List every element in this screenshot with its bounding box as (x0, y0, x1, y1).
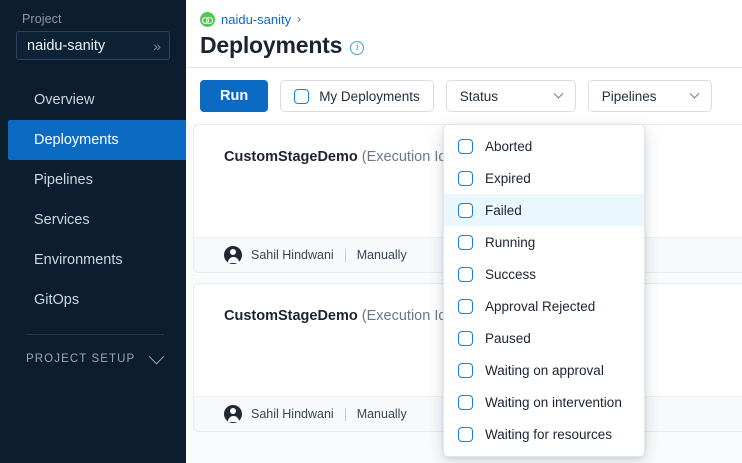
breadcrumb-separator-icon: › (297, 12, 302, 26)
toolbar: Run My Deployments Status Pipelines (186, 68, 742, 124)
pipelines-filter-label: Pipelines (601, 88, 657, 104)
deployment-card-body: CustomStageDemo (Execution Id (194, 284, 742, 396)
status-option-label: Waiting for resources (485, 426, 613, 442)
sidebar-item-label: Overview (34, 92, 95, 108)
status-option-checkbox[interactable] (458, 426, 473, 442)
status-option-label: Expired (485, 170, 531, 186)
status-dropdown-menu[interactable]: Aborted Expired Failed Running Success A… (443, 124, 645, 457)
chevron-down-icon (689, 88, 700, 99)
status-option-failed[interactable]: Failed (444, 194, 644, 226)
project-label: Project (22, 12, 62, 26)
my-deployments-label: My Deployments (319, 88, 420, 104)
status-option-checkbox[interactable] (458, 138, 473, 154)
deployment-user: Sahil Hindwani (251, 248, 334, 262)
status-filter-label: Status (459, 88, 499, 104)
sidebar-divider (26, 334, 164, 335)
pipelines-filter-dropdown-button[interactable]: Pipelines (587, 80, 712, 112)
breadcrumb: naidu-sanity › (200, 9, 742, 29)
deployment-user: Sahil Hindwani (251, 407, 334, 421)
page-header: naidu-sanity › Deployments i (186, 0, 742, 68)
status-option-checkbox[interactable] (458, 170, 473, 186)
status-option-checkbox[interactable] (458, 266, 473, 282)
chevron-down-icon (553, 88, 564, 99)
project-selector-value: naidu-sanity (27, 37, 106, 54)
status-option-running[interactable]: Running (444, 226, 644, 258)
my-deployments-filter[interactable]: My Deployments (280, 80, 434, 112)
sidebar-item-gitops[interactable]: GitOps (8, 280, 186, 320)
status-option-checkbox[interactable] (458, 298, 473, 314)
sidebar-item-label: Pipelines (34, 172, 93, 188)
status-option-approval-rejected[interactable]: Approval Rejected (444, 290, 644, 322)
deployment-execution-id: (Execution Id (361, 149, 447, 165)
status-option-label: Paused (485, 330, 531, 346)
status-option-checkbox[interactable] (458, 362, 473, 378)
status-option-label: Success (485, 266, 537, 282)
page-title: Deployments (200, 32, 343, 58)
avatar (224, 246, 242, 264)
sidebar-item-pipelines[interactable]: Pipelines (8, 160, 186, 200)
status-option-label: Waiting on approval (485, 362, 604, 378)
sidebar: Project naidu-sanity » Overview Deployme… (0, 0, 186, 463)
status-option-paused[interactable]: Paused (444, 322, 644, 354)
sidebar-item-label: Environments (34, 252, 123, 268)
project-selector[interactable]: naidu-sanity » (16, 31, 170, 60)
status-option-checkbox[interactable] (458, 330, 473, 346)
status-option-checkbox[interactable] (458, 202, 473, 218)
status-option-checkbox[interactable] (458, 394, 473, 410)
deployment-title: CustomStageDemo (Execution Id (224, 149, 742, 165)
sidebar-item-services[interactable]: Services (8, 200, 186, 240)
info-icon[interactable]: i (350, 40, 365, 55)
status-option-label: Failed (485, 202, 522, 218)
sidebar-item-label: GitOps (34, 292, 80, 308)
chevron-down-icon (148, 348, 165, 364)
status-option-waiting-for-resources[interactable]: Waiting for resources (444, 418, 644, 450)
deployment-execution-id: (Execution Id (361, 308, 447, 324)
status-filter-dropdown-button[interactable]: Status (445, 80, 576, 112)
deployment-card-body: CustomStageDemo (Execution Id (194, 125, 742, 237)
status-option-checkbox[interactable] (458, 234, 473, 250)
status-option-label: Aborted (485, 138, 533, 154)
sidebar-item-overview[interactable]: Overview (8, 80, 186, 120)
sidebar-section-project-setup[interactable]: PROJECT SETUP (0, 339, 186, 379)
status-option-waiting-on-approval[interactable]: Waiting on approval (444, 354, 644, 386)
status-option-aborted[interactable]: Aborted (444, 130, 644, 162)
main-area: naidu-sanity › Deployments i CustomStage… (186, 0, 742, 463)
project-chain-icon (200, 11, 215, 27)
sidebar-nav: Overview Deployments Pipelines Services … (0, 80, 186, 320)
run-button[interactable]: Run (200, 80, 269, 112)
deployment-trigger: Manually (356, 407, 407, 421)
status-option-success[interactable]: Success (444, 258, 644, 290)
double-chevron-right-icon: » (153, 37, 161, 54)
status-option-label: Approval Rejected (485, 298, 596, 314)
deployment-title: CustomStageDemo (Execution Id (224, 308, 742, 324)
avatar (224, 405, 242, 423)
my-deployments-checkbox[interactable] (294, 88, 310, 104)
sidebar-item-label: Services (34, 212, 90, 228)
sidebar-item-environments[interactable]: Environments (8, 240, 186, 280)
status-option-label: Running (485, 234, 536, 250)
sidebar-item-label: Deployments (34, 132, 119, 148)
status-option-label: Waiting on intervention (485, 394, 622, 410)
title-row: Deployments i (200, 32, 742, 59)
breadcrumb-project-link[interactable]: naidu-sanity (221, 11, 292, 27)
sidebar-item-deployments[interactable]: Deployments (8, 120, 186, 160)
status-option-expired[interactable]: Expired (444, 162, 644, 194)
deployment-name: CustomStageDemo (224, 149, 358, 165)
status-option-waiting-on-intervention[interactable]: Waiting on intervention (444, 386, 644, 418)
deployment-name: CustomStageDemo (224, 308, 358, 324)
deployment-trigger: Manually (356, 248, 407, 262)
footer-divider (344, 407, 346, 421)
footer-divider (344, 248, 346, 262)
sidebar-section-label: PROJECT SETUP (26, 353, 136, 365)
